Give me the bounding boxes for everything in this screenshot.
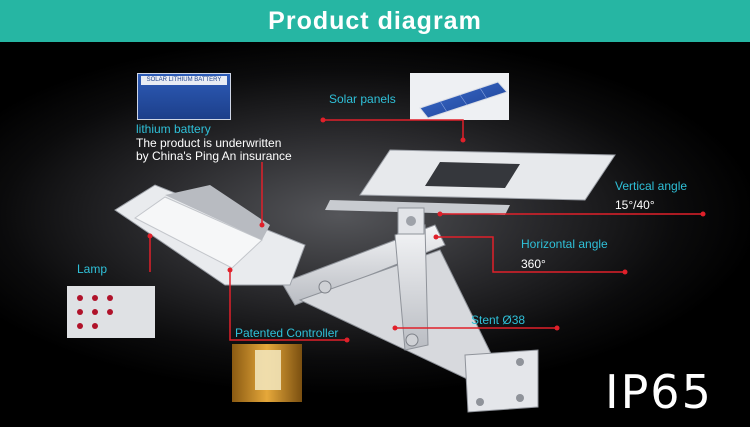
solar-panel-thumbnail [410,73,509,120]
lamp-led-thumbnail [67,286,155,338]
header-banner: Product diagram [0,0,750,42]
leader-lines [149,119,703,341]
page-title: Product diagram [268,7,482,35]
solar-panel [325,149,616,215]
mounting-arm [281,207,539,413]
vertical-angle-label: Vertical angle [615,179,688,193]
lamp-label: Lamp [77,262,108,276]
ip-rating: IP65 [605,365,713,419]
battery-label-text: SOLAR LITHIUM BATTERY [141,76,227,85]
controller-thumbnail [232,344,302,402]
patented-controller-label: Patented Controller [235,326,339,340]
leader-dots [147,117,706,343]
lamp-head [114,184,306,286]
underwritten-line-1: The product is underwritten [136,136,282,150]
underwritten-line-2: by China's Ping An insurance [136,149,292,163]
solar-panels-label: Solar panels [329,92,396,106]
stent-label: Stent Ø38 [471,313,526,327]
battery-thumbnail: SOLAR LITHIUM BATTERY [137,73,231,120]
horizontal-angle-label: Horizontal angle [521,237,608,251]
lithium-battery-label: lithium battery [136,122,211,136]
horizontal-angle-value: 360° [521,257,546,271]
vertical-angle-value: 15°/40° [615,198,655,212]
